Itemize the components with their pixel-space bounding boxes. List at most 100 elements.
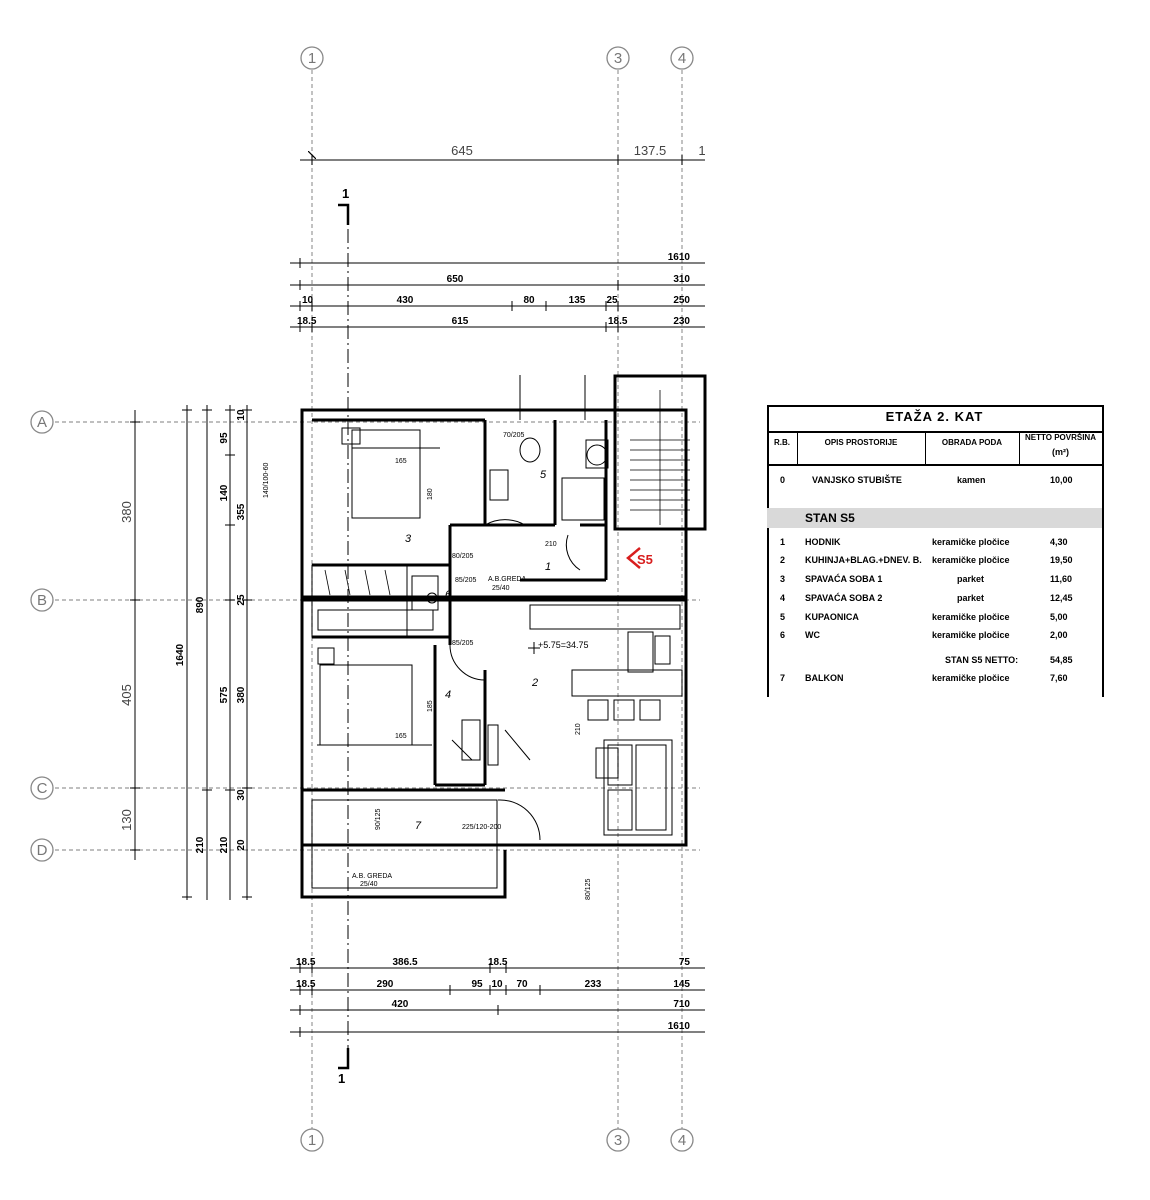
- svg-text:1: 1: [698, 143, 705, 158]
- net-total-row: STAN S5 NETTO: 54,85: [945, 655, 1073, 665]
- svg-text:420: 420: [392, 999, 409, 1010]
- svg-text:C: C: [37, 780, 48, 797]
- svg-text:80: 80: [523, 295, 535, 306]
- header-area-unit: (m²): [1052, 447, 1069, 457]
- svg-text:140: 140: [219, 484, 230, 501]
- svg-text:18.5: 18.5: [296, 979, 316, 990]
- table-frame: [767, 405, 1104, 697]
- svg-text:10: 10: [491, 979, 503, 990]
- plan-walls: [300, 374, 707, 899]
- door-mark-4: 70/205: [503, 432, 525, 439]
- axis-bubble-B: B: [30, 588, 54, 612]
- svg-text:18.5: 18.5: [608, 316, 628, 327]
- section-mark-bottom: 1: [338, 1071, 345, 1086]
- door-mark-3: 85/205: [452, 640, 474, 647]
- bottom-dimensions: 18.5 386.5 18.5 75 18.5 290 95 10 70 233…: [290, 957, 705, 1037]
- svg-text:355: 355: [236, 503, 247, 520]
- svg-text:95: 95: [219, 432, 230, 444]
- table-title: ETAŽA 2. KAT: [885, 409, 984, 424]
- header-no: R.B.: [774, 438, 790, 447]
- window-mark-3: 90/125: [375, 808, 382, 830]
- svg-text:4: 4: [678, 1132, 686, 1149]
- beam-label-1: A.B.GREDA: [488, 576, 526, 583]
- room-number-5: 5: [540, 469, 547, 481]
- svg-text:30: 30: [236, 789, 247, 801]
- svg-text:18.5: 18.5: [296, 957, 316, 968]
- svg-text:25: 25: [606, 295, 618, 306]
- bed-dim-4: 185: [427, 700, 434, 712]
- svg-text:380: 380: [119, 501, 134, 523]
- svg-text:710: 710: [673, 999, 690, 1010]
- header-room: OPIS PROSTORIJE: [824, 438, 898, 447]
- svg-text:210: 210: [219, 836, 230, 853]
- room-number-1: 1: [545, 561, 551, 573]
- svg-text:250: 250: [673, 295, 690, 306]
- svg-text:B: B: [37, 592, 47, 609]
- svg-text:650: 650: [447, 274, 464, 285]
- room-numbers: 1 2 3 4 5 6 7: [405, 469, 551, 832]
- room-number-3: 3: [405, 533, 412, 545]
- svg-text:130: 130: [119, 809, 134, 831]
- svg-text:25: 25: [236, 594, 247, 606]
- svg-text:3: 3: [614, 1132, 622, 1149]
- axis-bubble-1-bottom: 1: [300, 1128, 324, 1152]
- axis-bubble-D: D: [30, 838, 54, 862]
- section-band: STAN S5: [767, 508, 1102, 528]
- bed-dim-1: 165: [395, 458, 407, 465]
- table-row: 0 VANJSKO STUBIŠTE kamen 10,00: [780, 475, 1073, 485]
- svg-text:10: 10: [236, 409, 247, 421]
- room-number-6: 6: [445, 589, 452, 601]
- svg-text:75: 75: [679, 957, 691, 968]
- svg-text:386.5: 386.5: [392, 957, 417, 968]
- svg-text:4: 4: [678, 50, 686, 67]
- svg-text:18.5: 18.5: [488, 957, 508, 968]
- plan-annotations: +5.75=34.75 A.B.GREDA 25/40 A.B. GREDA 2…: [263, 432, 653, 900]
- section-line: 1 1: [338, 186, 350, 1086]
- beam-size-2: 25/40: [360, 881, 378, 888]
- axis-bubble-1-top: 1: [300, 46, 324, 70]
- svg-text:20: 20: [236, 839, 247, 851]
- svg-text:233: 233: [585, 979, 602, 990]
- kitchen-dim: 210: [575, 723, 582, 735]
- svg-text:210: 210: [195, 836, 206, 853]
- left-dimensions: 380 405 130 1640 890 210 95 140 575 210 …: [119, 405, 252, 900]
- svg-text:145: 145: [673, 979, 690, 990]
- svg-text:A: A: [37, 414, 47, 431]
- bed-dim-2: 165: [395, 733, 407, 740]
- room-number-7: 7: [415, 820, 422, 832]
- room-number-4: 4: [445, 689, 451, 701]
- svg-text:18.5: 18.5: [297, 316, 317, 327]
- apartment-entry-arrow: S5: [626, 547, 653, 569]
- svg-text:S5: S5: [637, 552, 653, 567]
- svg-text:430: 430: [397, 295, 414, 306]
- svg-text:1640: 1640: [175, 643, 186, 666]
- svg-text:D: D: [37, 842, 48, 859]
- bed-dim-3: 180: [427, 488, 434, 500]
- beam-label-2: A.B. GREDA: [352, 873, 392, 880]
- table-row: 4 SPAVAĆA SOBA 2 parket 12,45: [780, 593, 1073, 603]
- beam-size-1: 25/40: [492, 585, 510, 592]
- level-mark: +5.75=34.75: [538, 640, 589, 650]
- axis-bubble-3-bottom: 3: [606, 1128, 630, 1152]
- svg-text:95: 95: [471, 979, 483, 990]
- corridor-dim: 210: [545, 541, 557, 548]
- door-mark-2: 85/205: [455, 577, 477, 584]
- table-row: 2 KUHINJA+BLAG.+DNEV. B. keramičke ploči…: [780, 555, 1073, 565]
- svg-text:137.5: 137.5: [634, 143, 667, 158]
- svg-text:575: 575: [219, 686, 230, 703]
- window-mark-4: 80/125: [585, 878, 592, 900]
- section-mark-top: 1: [342, 186, 349, 201]
- axis-bubble-A: A: [30, 410, 54, 434]
- window-mark-1: 140/100-60: [263, 462, 270, 498]
- table-row: 5 KUPAONICA keramičke pločice 5,00: [780, 612, 1068, 622]
- furniture: [311, 427, 683, 841]
- header-floor: OBRADA PODA: [941, 438, 1003, 447]
- room-schedule-table: ETAŽA 2. KAT R.B. OPIS PROSTORIJE OBRADA…: [767, 405, 1104, 697]
- svg-text:3: 3: [614, 50, 622, 67]
- grid-axes: 1 3 4 1 3 4 A B: [30, 46, 700, 1152]
- svg-text:230: 230: [673, 316, 690, 327]
- table-row: 6 WC keramičke pločice 2,00: [780, 630, 1068, 640]
- table-row: 1 HODNIK keramičke pločice 4,30: [780, 537, 1068, 547]
- table-row: 3 SPAVAĆA SOBA 1 parket 11,60: [780, 574, 1073, 584]
